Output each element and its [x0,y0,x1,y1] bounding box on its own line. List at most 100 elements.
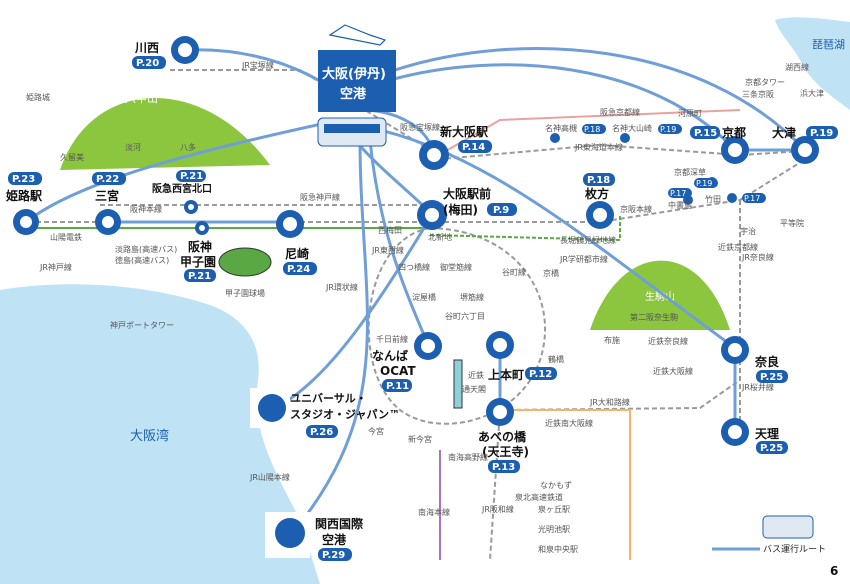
rokko-hill [60,98,270,170]
station-itami-airport[interactable]: 大阪(伊丹) 空港 [318,24,396,112]
line-sennichimae: 千日前線 [376,334,408,344]
label-kyoto-tower: 京都タワー [745,77,785,87]
stop-takeda-label: 竹田 [705,194,721,204]
rail-nagahori [429,215,621,242]
station-usj-page: P.26 [310,427,333,438]
station-namba-page: P.11 [386,381,409,392]
stop-kyoto-fukakusa-page: P.19 [696,179,712,188]
station-himeji-label: 姫路駅 [6,188,43,203]
line-kintetsu-kyoto: 近鉄京都線 [718,242,758,252]
stop-kyoto-fukakusa[interactable]: 京都深草 P.19 [674,167,718,188]
line-tokushima-bus: 徳島(高速バス) [115,255,169,265]
stop-takeda-page: P.17 [744,194,760,203]
station-nara-label: 奈良 [754,354,779,369]
station-abeno-label-2: (天王寺) [482,444,529,459]
itami-label-1: 大阪(伊丹) [322,66,386,82]
line-hankyu-kyoto: 阪急京都線 [600,107,640,117]
station-uehommachi-label: 上本町 [488,367,524,382]
bus-route-itami-namba [368,139,430,346]
bus-route-itami-otsu [394,47,807,152]
bus-route-umeda-usj [274,214,434,410]
station-tenri[interactable]: 天理 P.25 [721,418,788,454]
station-hirakata[interactable]: 枚方 P.18 [583,173,615,229]
station-shin-osaka-label: 新大阪駅 [440,124,489,139]
stop-chushojima-page: P.17 [670,189,686,198]
station-nishinomiya-page: P.21 [180,171,203,182]
station-osaka-umeda[interactable]: 大阪駅前 (梅田) P.9 [417,186,517,230]
line-kintetsu-minami: 近鉄南大阪線 [545,418,593,428]
station-kawanishi[interactable]: 川西 P.20 [132,36,199,69]
station-himeji[interactable]: 姫路駅 P.23 [6,172,43,235]
station-kix[interactable]: 関西国際 空港 P.29 [265,512,364,561]
line-hanwa: JR阪和線 [481,504,514,514]
station-uehommachi[interactable]: 近鉄 上本町 P.12 [468,331,557,382]
line-tozai: JR東西線 [371,245,404,255]
stop-meishin-oyamazaki-label: 名神大山崎 [612,123,652,133]
line-hanshin: 阪神本線 [130,204,162,214]
label-yata: 八多 [180,142,196,152]
line-midosuji: 御堂筋線 [440,262,472,272]
station-amagasaki[interactable]: 尼崎 P.24 [276,210,317,275]
bus-route-itami-himeji [25,118,341,224]
station-nara[interactable]: 奈良 P.25 [721,336,788,383]
station-sannomiya-label: 三宮 [95,188,119,203]
label-fuse: 布施 [604,335,620,345]
label-shinimamiya: 新今宮 [408,434,432,444]
line-sakurai: JR桜井線 [741,382,774,392]
legend: バス運行ルート [712,515,826,555]
label-kitashinchi: 北新地 [428,232,452,242]
station-shin-osaka[interactable]: 新大阪駅 P.14 [419,124,492,170]
station-kyoto[interactable]: 京都 P.15 [690,125,749,164]
stop-takeda[interactable]: 竹田 P.17 [705,193,766,204]
station-koshien-page: P.21 [188,271,211,282]
station-sannomiya[interactable]: 三宮 P.22 [92,172,126,235]
stop-chushojima-label: 中書島 [668,200,692,210]
rail-kintetsu-minami [500,409,631,560]
osaka-bay-label: 大阪湾 [130,428,169,444]
kintetsu-label: 近鉄 [468,370,484,380]
hamaotsu-label: 浜大津 [800,88,824,98]
line-keihan: 京阪本線 [620,204,652,214]
line-jr-kosei: 湖西線 [785,62,809,72]
station-uehommachi-page: P.12 [529,369,552,380]
station-otsu-page: P.19 [810,128,833,139]
line-tanimachi: 谷町線 [502,267,526,277]
label-tsuruhashi: 鶴橋 [548,354,564,364]
label-sanjo: 三条京阪 [742,89,774,99]
line-jr-kobe: JR神戸線 [39,262,72,272]
rail-tokaido [429,143,821,161]
station-abeno-page: P.13 [492,462,515,473]
bus-route-itami-kix [293,139,369,531]
station-koshien[interactable]: 阪神 甲子園 P.21 [180,221,216,282]
line-hankyu-takarazuka: 阪急宝塚線 [400,122,440,132]
line-yamatoji: JR大和路線 [589,397,630,407]
stop-meishin-takatsuki-label: 名神高槻 [545,123,577,133]
station-otsu[interactable]: 大津 P.19 浜大津 [772,88,838,164]
station-usj-label-2: スタジオ・ジャパン™ [290,408,400,421]
station-namba[interactable]: なんば OCAT P.11 [372,332,442,392]
rail-hankyu-kyoto [429,109,741,161]
line-kintetsu-osaka: 近鉄大阪線 [653,366,693,376]
biwako-lake [775,17,850,110]
station-tenri-page: P.25 [760,443,783,454]
stop-meishin-takatsuki[interactable]: 名神高槻 P.18 [545,123,606,143]
station-shin-osaka-page: P.14 [462,142,485,153]
station-abeno[interactable]: あべの橋 (天王寺) P.13 [478,398,529,473]
itami-label-2: 空港 [340,86,367,102]
legend-bus-label: バス運行ルート [763,543,826,555]
osaka-bay [0,284,320,584]
station-usj[interactable]: ユニバーサル・ スタジオ・ジャパン™ P.26 [250,388,400,438]
bus-icon [317,117,387,147]
station-nishinomiya[interactable]: 阪急西宮北口 P.21 [152,170,212,214]
line-nankai-koya: 南海高野線 [448,452,488,462]
label-uji: 宇治 [740,226,756,236]
station-namba-label-1: なんば [372,348,408,363]
stop-meishin-oyamazaki[interactable]: 名神大山崎 P.19 [612,123,682,143]
line-takarazuka: JR宝塚線 [241,60,274,70]
line-sanyo: 山陽電鉄 [50,232,82,242]
station-kawanishi-label: 川西 [134,41,159,55]
stop-chushojima[interactable]: 中書島 P.17 [668,188,693,210]
line-gakkentoshi: JR学研都市線 [559,254,608,264]
label-nishiumeda: 西梅田 [378,225,402,235]
biwako-label: 琵琶湖 [812,38,845,51]
